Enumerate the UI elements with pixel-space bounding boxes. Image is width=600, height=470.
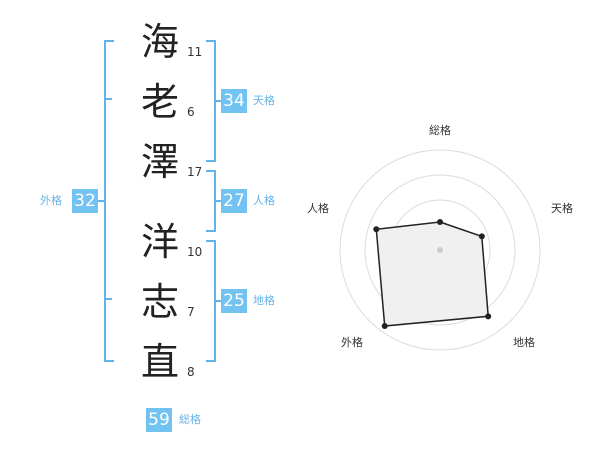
stroke-count-6: 8 bbox=[187, 365, 195, 379]
gaikaku-bracket-tick bbox=[104, 98, 112, 100]
radar-axis-label-gaikaku: 外格 bbox=[341, 335, 363, 349]
radar-point bbox=[478, 233, 485, 240]
radar-axis-label-chikaku: 地格 bbox=[513, 335, 535, 349]
name-char-3: 澤 bbox=[140, 140, 179, 184]
stroke-count-4: 10 bbox=[187, 245, 203, 259]
name-char-2: 老 bbox=[140, 80, 179, 124]
jinkaku-bracket-arm bbox=[214, 200, 222, 202]
stroke-count-2: 6 bbox=[187, 105, 195, 119]
radar-axis-label-jinkaku: 人格 bbox=[307, 201, 329, 215]
name-char-5: 志 bbox=[140, 280, 179, 324]
name-char-6: 直 bbox=[140, 340, 179, 384]
chikaku-label: 地格 bbox=[253, 294, 275, 307]
radar-polygon bbox=[375, 221, 490, 327]
name-char-4: 洋 bbox=[140, 220, 179, 264]
stroke-count-3: 17 bbox=[187, 165, 203, 179]
soukaku-label: 総格 bbox=[179, 413, 201, 426]
radar-points bbox=[373, 219, 492, 330]
radar-ring bbox=[339, 149, 541, 351]
gaikaku-bracket-tick bbox=[104, 298, 112, 300]
jinkaku-label: 人格 bbox=[253, 194, 275, 207]
radar-axis-label-soukaku: 総格 bbox=[429, 123, 451, 137]
stroke-count-5: 7 bbox=[187, 305, 195, 319]
tenkaku-badge: 34 bbox=[221, 89, 247, 113]
radar-point bbox=[437, 219, 443, 225]
gaikaku-bracket-arm bbox=[98, 200, 106, 202]
gaikaku-label: 外格 bbox=[40, 194, 62, 207]
radar-center bbox=[437, 247, 443, 253]
chikaku-badge: 25 bbox=[221, 289, 247, 313]
stroke-count-1: 11 bbox=[187, 45, 203, 59]
radar-axis-label-tenkaku: 天格 bbox=[551, 201, 573, 215]
tenkaku-bracket-arm bbox=[214, 100, 222, 102]
chikaku-bracket-arm bbox=[214, 300, 222, 302]
radar-point bbox=[485, 313, 492, 320]
radar-ring bbox=[364, 174, 516, 326]
radar-point bbox=[373, 226, 380, 233]
tenkaku-label: 天格 bbox=[253, 94, 275, 107]
radar-point bbox=[381, 323, 388, 330]
soukaku-badge: 59 bbox=[146, 408, 172, 432]
jinkaku-badge: 27 bbox=[221, 189, 247, 213]
gaikaku-badge: 32 bbox=[72, 189, 98, 213]
name-char-1: 海 bbox=[140, 20, 179, 64]
